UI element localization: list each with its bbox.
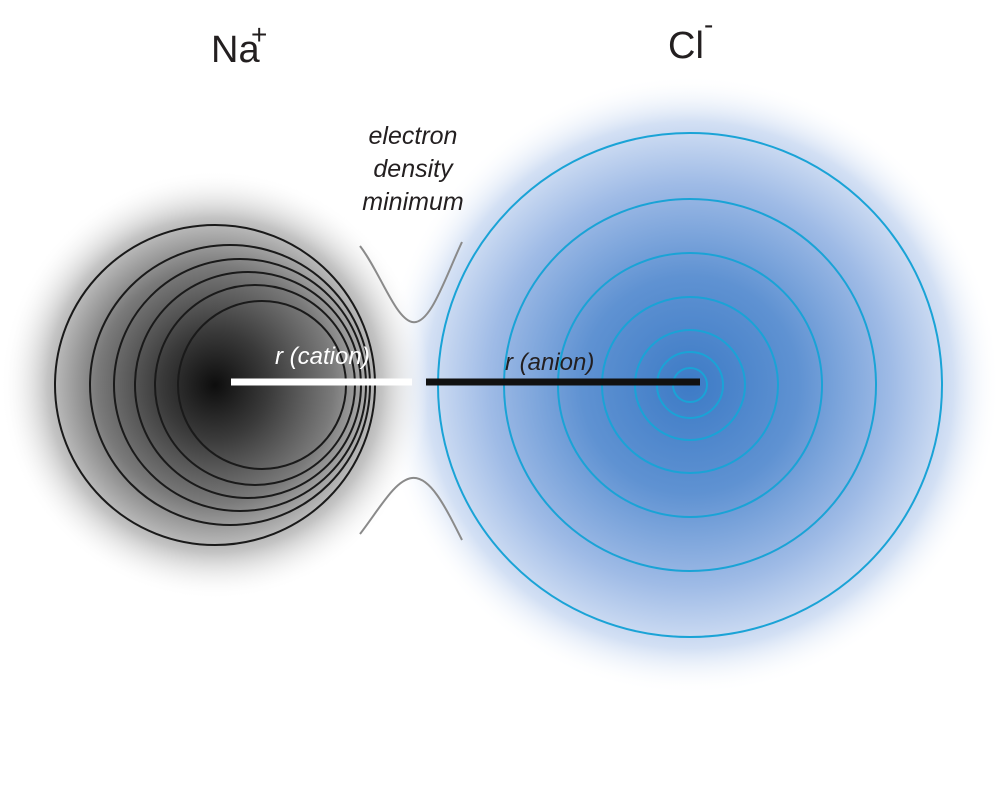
anion-label: Cl -: [668, 9, 713, 67]
minimum-curve-lower: [359, 476, 463, 541]
minimum-label-line-1: electron: [369, 122, 458, 150]
anion-radius-label: r (anion): [505, 349, 594, 376]
minimum-label-line-3: minimum: [362, 188, 463, 216]
anion-charge: -: [704, 9, 713, 40]
cation-density-glow: [0, 170, 430, 600]
anion-symbol: Cl: [668, 25, 704, 67]
cation-cloud: [0, 170, 430, 600]
cation-symbol: Na: [211, 29, 260, 71]
density-minimum-curves: [359, 241, 463, 541]
minimum-annotation: electron density minimum: [362, 122, 463, 216]
minimum-curve-upper: [359, 241, 463, 324]
cation-radius-label: r (cation): [275, 343, 370, 370]
minimum-label-line-2: density: [373, 155, 454, 183]
cation-charge: +: [251, 19, 267, 50]
cation-label: Na +: [211, 19, 267, 71]
